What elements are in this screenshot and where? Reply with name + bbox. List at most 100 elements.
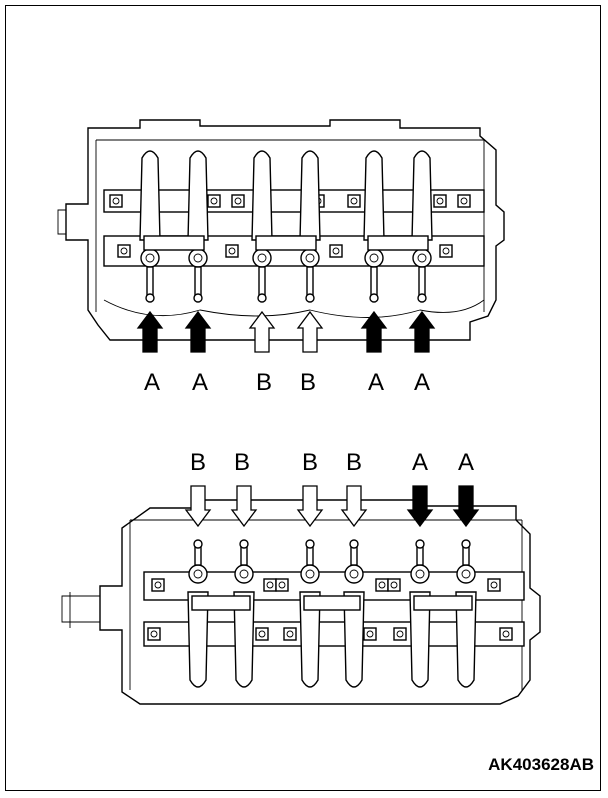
- screw-tip: [415, 539, 425, 549]
- screw-tip: [417, 293, 427, 303]
- bolt-head: [433, 194, 447, 208]
- bolt-head: [347, 194, 361, 208]
- bolt-center: [332, 247, 340, 255]
- arrow-label: A: [458, 449, 474, 476]
- adjuster-nut: [252, 248, 272, 268]
- bolt-head: [329, 244, 343, 258]
- screw-tip: [145, 293, 155, 303]
- filled-arrow: [408, 310, 436, 353]
- bolt-head: [283, 627, 297, 641]
- bolt-center: [502, 630, 510, 638]
- rocker-arm: [455, 591, 477, 688]
- rocker-arm: [233, 591, 255, 688]
- outline-arrow: [340, 485, 368, 528]
- adjuster-nut-core: [305, 569, 315, 579]
- screw-tip: [369, 293, 379, 303]
- bolt-center: [154, 581, 162, 589]
- screw-tip: [193, 539, 203, 549]
- bolt-center: [396, 630, 404, 638]
- rocker-shaft-bracket: [367, 235, 429, 251]
- bolt-head: [275, 578, 289, 592]
- rocker-arm: [187, 591, 209, 688]
- bolt-head: [109, 194, 123, 208]
- outline-arrow: [296, 310, 324, 353]
- arrow-label: A: [412, 449, 428, 476]
- figure-frame: [5, 5, 601, 791]
- top-arrows: [136, 310, 436, 353]
- rocker-arm: [343, 591, 365, 688]
- arrow-label: B: [234, 449, 250, 476]
- adjuster-nut: [234, 564, 254, 584]
- bolt-center: [258, 630, 266, 638]
- bolt-center: [234, 197, 242, 205]
- adjuster-nut-core: [369, 253, 379, 263]
- arrow-label: A: [192, 369, 208, 396]
- filled-arrow: [136, 310, 164, 353]
- rocker-shaft-bracket: [255, 235, 317, 251]
- adjuster-nut: [188, 248, 208, 268]
- adjuster-nut-core: [349, 569, 359, 579]
- bolt-center: [120, 247, 128, 255]
- bolt-center: [266, 581, 274, 589]
- outline-arrow: [296, 485, 324, 528]
- arrow-label: B: [302, 449, 318, 476]
- adjuster-nut-core: [257, 253, 267, 263]
- adjuster-nut-core: [193, 253, 203, 263]
- adjuster-nut-core: [193, 569, 203, 579]
- bolt-center: [460, 197, 468, 205]
- adjuster-nut: [412, 248, 432, 268]
- rocker-arm: [363, 150, 385, 241]
- bottom-cylinder-head: [61, 499, 541, 705]
- arrow-label: B: [300, 369, 316, 396]
- adjuster-nut: [456, 564, 476, 584]
- bolt-center: [150, 630, 158, 638]
- screw-tip: [349, 539, 359, 549]
- arrow-label: B: [346, 449, 362, 476]
- rocker-shaft-bracket: [143, 235, 205, 251]
- bolt-center: [436, 197, 444, 205]
- adjuster-nut-core: [145, 253, 155, 263]
- adjuster-nut: [410, 564, 430, 584]
- bolt-head: [147, 627, 161, 641]
- arrow-label: A: [144, 369, 160, 396]
- adjuster-nut: [140, 248, 160, 268]
- bolt-head: [487, 578, 501, 592]
- bolt-center: [378, 581, 386, 589]
- adjuster-nut: [188, 564, 208, 584]
- rocker-shaft-bracket: [191, 595, 251, 611]
- bolt-center: [442, 247, 450, 255]
- rocker-arm: [187, 150, 209, 241]
- adjuster-nut-core: [239, 569, 249, 579]
- outline-arrow: [230, 485, 258, 528]
- bolt-center: [228, 247, 236, 255]
- adjuster-nut: [300, 248, 320, 268]
- top-cylinder-head: [57, 119, 505, 341]
- bolt-center: [390, 581, 398, 589]
- screw-tip: [257, 293, 267, 303]
- screw-tip: [305, 539, 315, 549]
- filled-arrow: [452, 485, 480, 528]
- rocker-arm: [411, 150, 433, 241]
- screw-tip: [461, 539, 471, 549]
- bolt-center: [210, 197, 218, 205]
- adjuster-nut: [300, 564, 320, 584]
- bolt-head: [231, 194, 245, 208]
- bolt-head: [375, 578, 389, 592]
- arrow-label: B: [190, 449, 206, 476]
- adjuster-nut: [344, 564, 364, 584]
- bolt-center: [490, 581, 498, 589]
- screw-tip: [239, 539, 249, 549]
- rocker-shaft-bracket: [413, 595, 473, 611]
- bolt-center: [112, 197, 120, 205]
- bottom-arrows: [184, 485, 480, 528]
- filled-arrow: [184, 310, 212, 353]
- outline-arrow: [184, 485, 212, 528]
- bolt-center: [286, 630, 294, 638]
- arrow-label: A: [414, 369, 430, 396]
- bolt-head: [225, 244, 239, 258]
- filled-arrow: [406, 485, 434, 528]
- bolt-head: [499, 627, 513, 641]
